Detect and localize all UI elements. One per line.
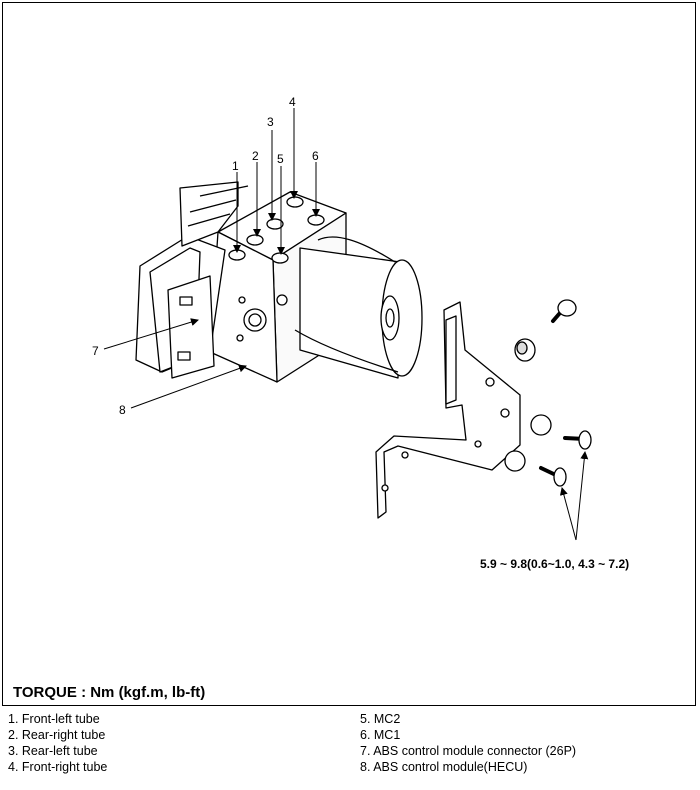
torque-unit-heading: TORQUE : Nm (kgf.m, lb-ft): [13, 684, 206, 701]
legend-item: 5. MC2: [360, 712, 401, 726]
callout-8: 8: [119, 403, 126, 417]
callout-5: 5: [277, 152, 284, 166]
mounting-bracket-drawing: [375, 301, 521, 519]
callout-7: 7: [92, 344, 99, 358]
legend-item: 3. Rear-left tube: [8, 744, 98, 758]
callout-6: 6: [312, 149, 319, 163]
callout-4: 4: [289, 95, 296, 109]
callout-numbers: 1 2 3 4 5 6 7 8: [92, 95, 319, 417]
fasteners-drawing: [504, 299, 592, 487]
legend-item: 2. Rear-right tube: [8, 728, 106, 742]
legend-item: 1. Front-left tube: [8, 712, 100, 726]
legend-item: 4. Front-right tube: [8, 760, 108, 774]
leader-lines: [103, 108, 589, 541]
callout-2: 2: [252, 149, 259, 163]
legend-item: 8. ABS control module(HECU): [360, 760, 528, 774]
legend-column-right: 5. MC2 6. MC1 7. ABS control module conn…: [360, 711, 576, 775]
callout-3: 3: [267, 115, 274, 129]
hydraulic-unit-drawing: [135, 181, 423, 383]
diagram-frame: [2, 2, 696, 706]
bolt-torque-spec: 5.9 ~ 9.8(0.6~1.0, 4.3 ~ 7.2): [480, 557, 630, 571]
legend-item: 7. ABS control module connector (26P): [360, 744, 577, 758]
legend-item: 6. MC1: [360, 728, 401, 742]
callout-1: 1: [232, 159, 239, 173]
legend-column-left: 1. Front-left tube 2. Rear-right tube 3.…: [8, 711, 107, 775]
